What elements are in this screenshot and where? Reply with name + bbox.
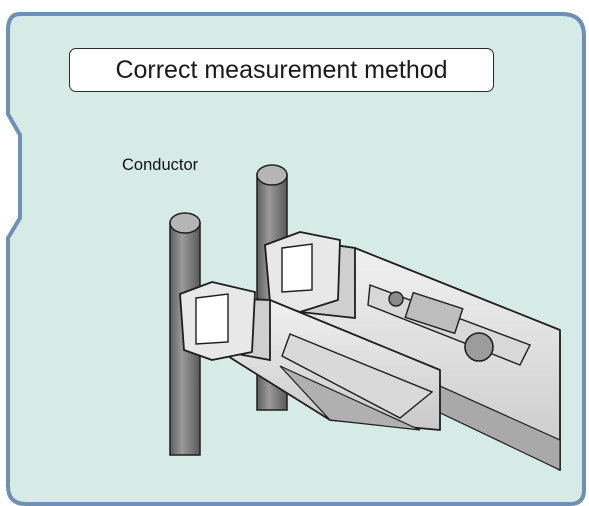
- meter-display-window: [404, 291, 464, 335]
- conductor-label: Conductor: [122, 156, 199, 174]
- clamp-meter-back: [264, 231, 561, 471]
- title-box: Correct measurement method: [69, 48, 494, 92]
- meter-led: [388, 291, 404, 307]
- meter-button: [464, 332, 494, 362]
- title-text: Correct measurement method: [115, 55, 448, 84]
- clamp-meter-front: [179, 281, 441, 431]
